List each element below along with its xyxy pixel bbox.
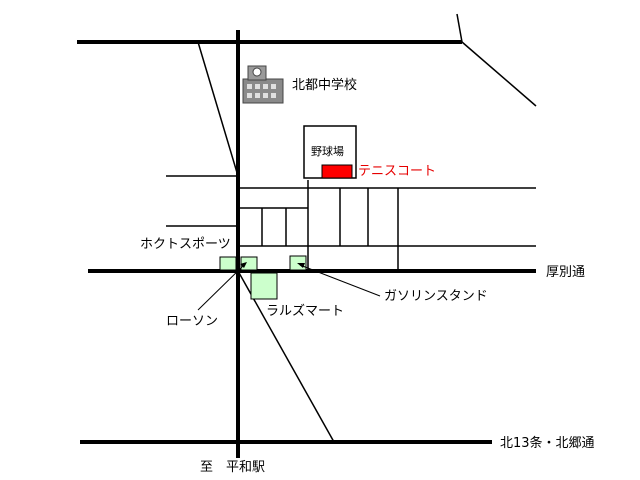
tennis-court — [321, 164, 353, 179]
leader-lawson-arrow — [240, 262, 247, 268]
road-thin-diag-top — [197, 41, 239, 177]
lawson-shop — [240, 256, 258, 271]
label-atsubetsu-street: 厚別通 — [546, 265, 586, 280]
rals-mart-shop — [250, 272, 278, 300]
label-lawson: ローソン — [166, 314, 219, 329]
leader-gas — [299, 264, 381, 297]
leader-gas-arrow — [297, 263, 305, 268]
road-thin-ne-1 — [456, 13, 463, 43]
label-school: 北都中学校 — [292, 78, 358, 93]
label-gas-station: ガソリンスタンド — [384, 289, 488, 304]
label-hokuto-sports: ホクトスポーツ — [140, 237, 231, 252]
road-thin-ne-2 — [461, 41, 537, 107]
leader-lawson — [197, 264, 245, 311]
label-north13: 北13条・北郷通 — [500, 436, 595, 451]
label-rals-mart: ラルズマート — [266, 304, 345, 319]
label-to-station: 至 平和駅 — [200, 460, 266, 475]
label-baseball: 野球場 — [311, 145, 344, 158]
label-tennis: テニスコート — [358, 164, 437, 179]
school-building-icon — [242, 65, 284, 104]
hokuto-sports-shop — [219, 256, 237, 271]
